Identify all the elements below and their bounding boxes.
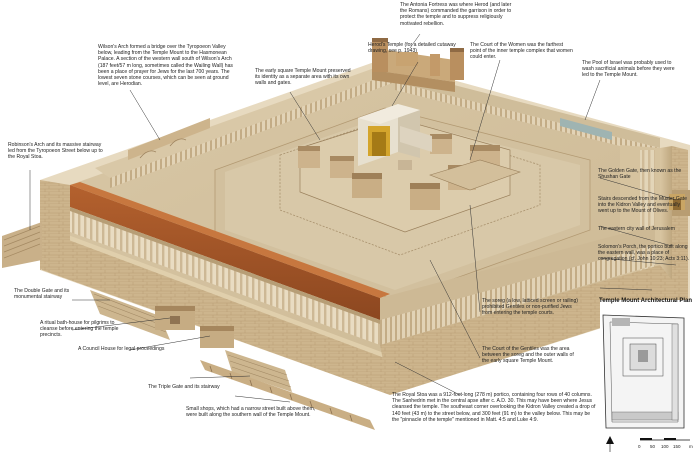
label-pool-of-israel: The Pool of Israel was probably used to …: [582, 60, 675, 79]
golden-gate: [669, 194, 685, 210]
scale-tick-0: 0: [638, 444, 641, 449]
herods-temple: [358, 104, 432, 166]
wilsons-arch: [128, 118, 210, 160]
label-antonia-fortress: The Antonia Fortress was where Herod (an…: [400, 2, 512, 27]
north-arrow-icon: [606, 436, 614, 444]
ritual-bath-house: [155, 306, 195, 330]
scale-tick-150: 150: [673, 444, 681, 449]
label-golden-gate: The Golden Gate, then known as the Shush…: [598, 168, 682, 181]
antonia-fortress: [372, 38, 464, 92]
label-court-of-gentiles: The Court of the Gentiles was the area b…: [482, 346, 574, 365]
label-wilsons-arch: Wilson's Arch formed a bridge over the T…: [98, 44, 233, 88]
label-solomons-porch: Solomon's Porch, the portico built along…: [598, 244, 690, 263]
western-wall: [40, 180, 70, 270]
label-council-house: A Council House for legal proceedings: [78, 346, 165, 352]
label-triple-gate: The Triple Gate and its stairway: [148, 384, 220, 390]
scale-unit: m: [689, 444, 693, 449]
court-of-the-women: [429, 159, 521, 191]
royal-stoa: [70, 182, 390, 345]
altar: [398, 160, 412, 170]
scale-tick-100: 100: [661, 444, 669, 449]
label-double-gate: The Double Gate and its monumental stair…: [14, 288, 70, 301]
double-gate-stairway: [90, 290, 170, 340]
label-robinsons-arch: Robinson's Arch and its massive stairway…: [8, 142, 103, 161]
label-court-of-women: The Court of the Women was the farthest …: [470, 42, 573, 61]
small-shops: [200, 360, 375, 430]
label-herods-temple: Herod's Temple (for a detailed cutaway d…: [368, 42, 456, 55]
council-house: [200, 326, 234, 348]
label-stairs-mount-of-olives: Stairs descended from the Muster Gate in…: [598, 196, 687, 215]
scale-tick-50: 50: [650, 444, 656, 449]
southern-wall: [42, 226, 392, 395]
plan-title: Temple Mount Architectural Plan: [599, 298, 693, 304]
label-eastern-city-wall: The eastern city wall of Jerusalem: [598, 226, 676, 232]
robinsons-arch: [2, 222, 42, 268]
triple-gate-stairway: [225, 350, 292, 392]
leader-lines: [29, 33, 677, 403]
label-square-temple-mount: The early square Temple Mount preserved …: [255, 68, 351, 87]
architectural-plan: [600, 300, 694, 452]
label-small-shops: Small shops, which had a narrow street b…: [186, 406, 316, 419]
label-royal-stoa: The Royal Stoa was a 912-foot-long (278 …: [392, 392, 596, 423]
label-soreg: The soreg (a low, latticed screen or rai…: [482, 298, 578, 317]
pool-of-israel: [560, 118, 612, 140]
label-ritual-bath-house: A ritual bath-house for pilgrims to clea…: [40, 320, 119, 339]
